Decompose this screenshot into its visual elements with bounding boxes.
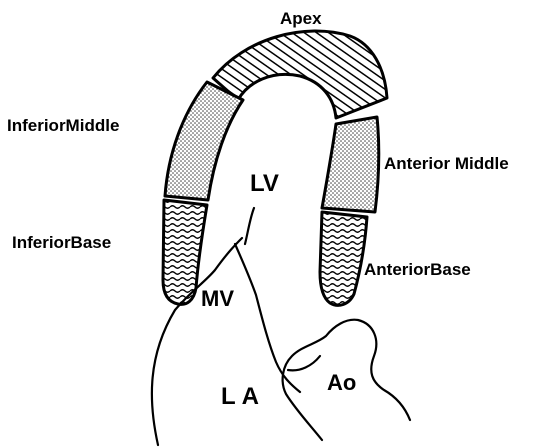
mitral-leaflet-outline [245, 208, 254, 244]
inferior-middle-segment [165, 82, 243, 200]
inferior-middle-label: InferiorMiddle [7, 116, 119, 135]
mv-label: MV [201, 286, 234, 311]
lv-label: LV [250, 170, 279, 197]
la-label: LA [221, 383, 265, 410]
inferior-base-label: InferiorBase [12, 233, 111, 252]
la-ao-junction-outline [288, 356, 320, 370]
anterior-base-segment [320, 212, 367, 305]
ao-label: Ao [327, 370, 356, 395]
anterior-base-label: AnteriorBase [364, 260, 471, 279]
anterior-middle-segment [322, 117, 379, 212]
apex-label: Apex [280, 9, 322, 28]
anterior-middle-label: Anterior Middle [384, 154, 509, 173]
